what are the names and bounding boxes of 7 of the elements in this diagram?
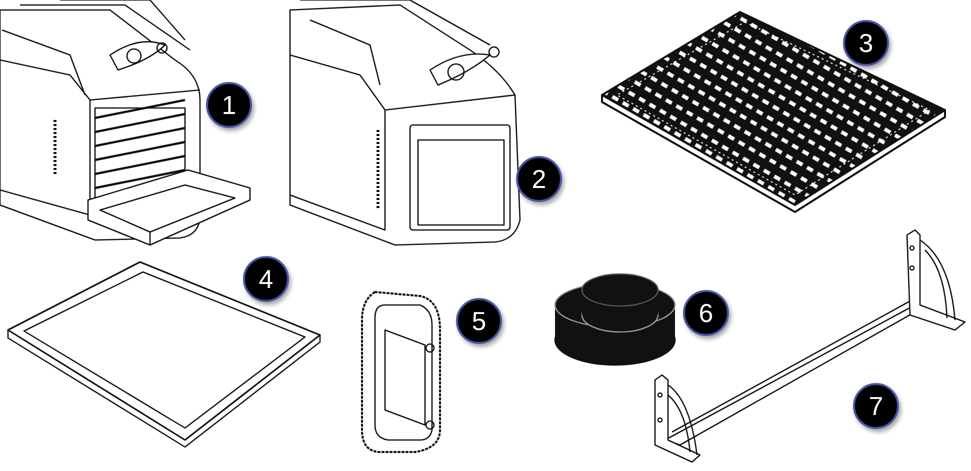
callout-number: 4 <box>243 256 289 302</box>
callout-number: 3 <box>843 20 889 66</box>
callout-number: 5 <box>456 298 502 344</box>
callout-number: 1 <box>206 82 252 128</box>
callout-number: 7 <box>853 383 899 429</box>
callout-number: 2 <box>516 156 562 202</box>
callout-number: 6 <box>683 290 729 336</box>
